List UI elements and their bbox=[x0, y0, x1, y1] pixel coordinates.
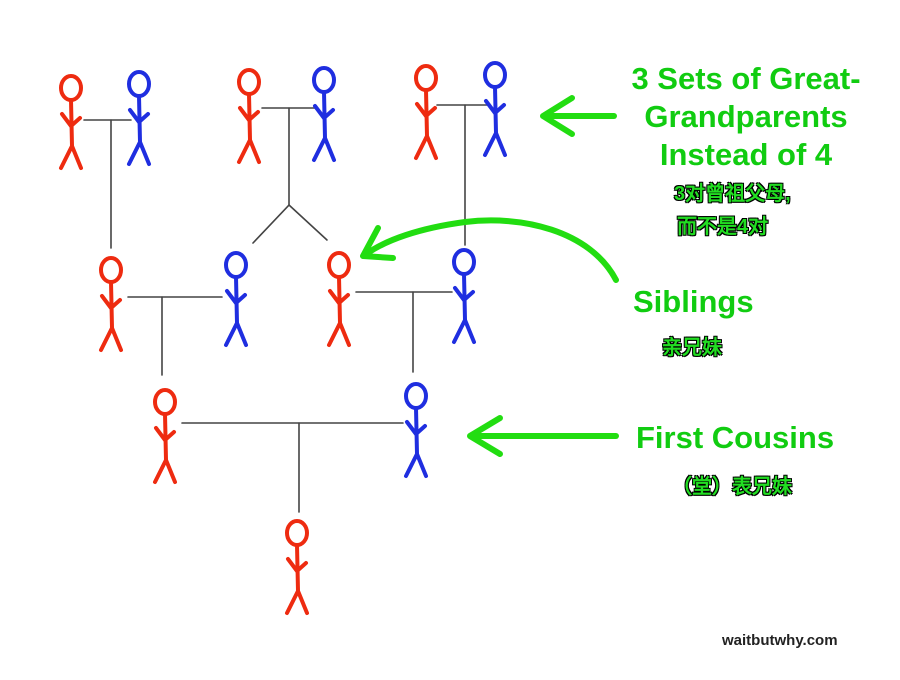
first-cousins-label: First Cousins bbox=[636, 420, 835, 455]
stick-figure-grandfather-right bbox=[452, 248, 476, 344]
stick-figure-gg-pair2-female bbox=[237, 68, 261, 164]
stick-figure-gg-pair1-male bbox=[127, 70, 151, 166]
connector-lines bbox=[83, 104, 491, 513]
stick-figure-gg-pair3-female bbox=[414, 64, 438, 160]
stick-figure-grandfather-left bbox=[224, 251, 248, 347]
descent-line-fork bbox=[288, 204, 328, 241]
siblings-label: Siblings bbox=[633, 284, 754, 319]
great-grandparents-label-line1: 3 Sets of Great- bbox=[631, 61, 861, 96]
great-grandparents-zh-line2: 而不是4对 bbox=[677, 216, 769, 238]
stick-figure-cousin-female bbox=[153, 388, 177, 484]
siblings-zh-label: 亲兄妹 bbox=[662, 337, 722, 359]
stick-figure-gg-pair2-male bbox=[312, 66, 336, 162]
great-grandparents-label: 3 Sets of Great- Grandparents Instead of… bbox=[612, 60, 880, 174]
arrow-first-cousins bbox=[467, 415, 619, 457]
stick-figures bbox=[59, 61, 507, 615]
arrow-great-grandparents bbox=[540, 95, 617, 137]
stick-figure-gg-pair1-female bbox=[59, 74, 83, 170]
great-grandparents-label-line2: Grandparents bbox=[644, 99, 848, 134]
arrows bbox=[360, 95, 619, 457]
descent-line-fork bbox=[252, 107, 290, 244]
stick-figure-sibling-female bbox=[327, 251, 351, 347]
site-credit: waitbutwhy.com bbox=[722, 632, 838, 649]
stick-figure-gg-pair3-male bbox=[483, 61, 507, 157]
stick-figure-cousin-male bbox=[404, 382, 428, 478]
stick-figure-grandmother-left bbox=[99, 256, 123, 352]
first-cousins-zh-label: （堂）表兄妹 bbox=[672, 476, 792, 498]
stick-figure-child bbox=[285, 519, 309, 615]
great-grandparents-label-line3: Instead of 4 bbox=[659, 137, 833, 172]
arrow-siblings bbox=[360, 217, 619, 283]
great-grandparents-zh-line1: 3对曾祖父母, bbox=[674, 183, 791, 205]
